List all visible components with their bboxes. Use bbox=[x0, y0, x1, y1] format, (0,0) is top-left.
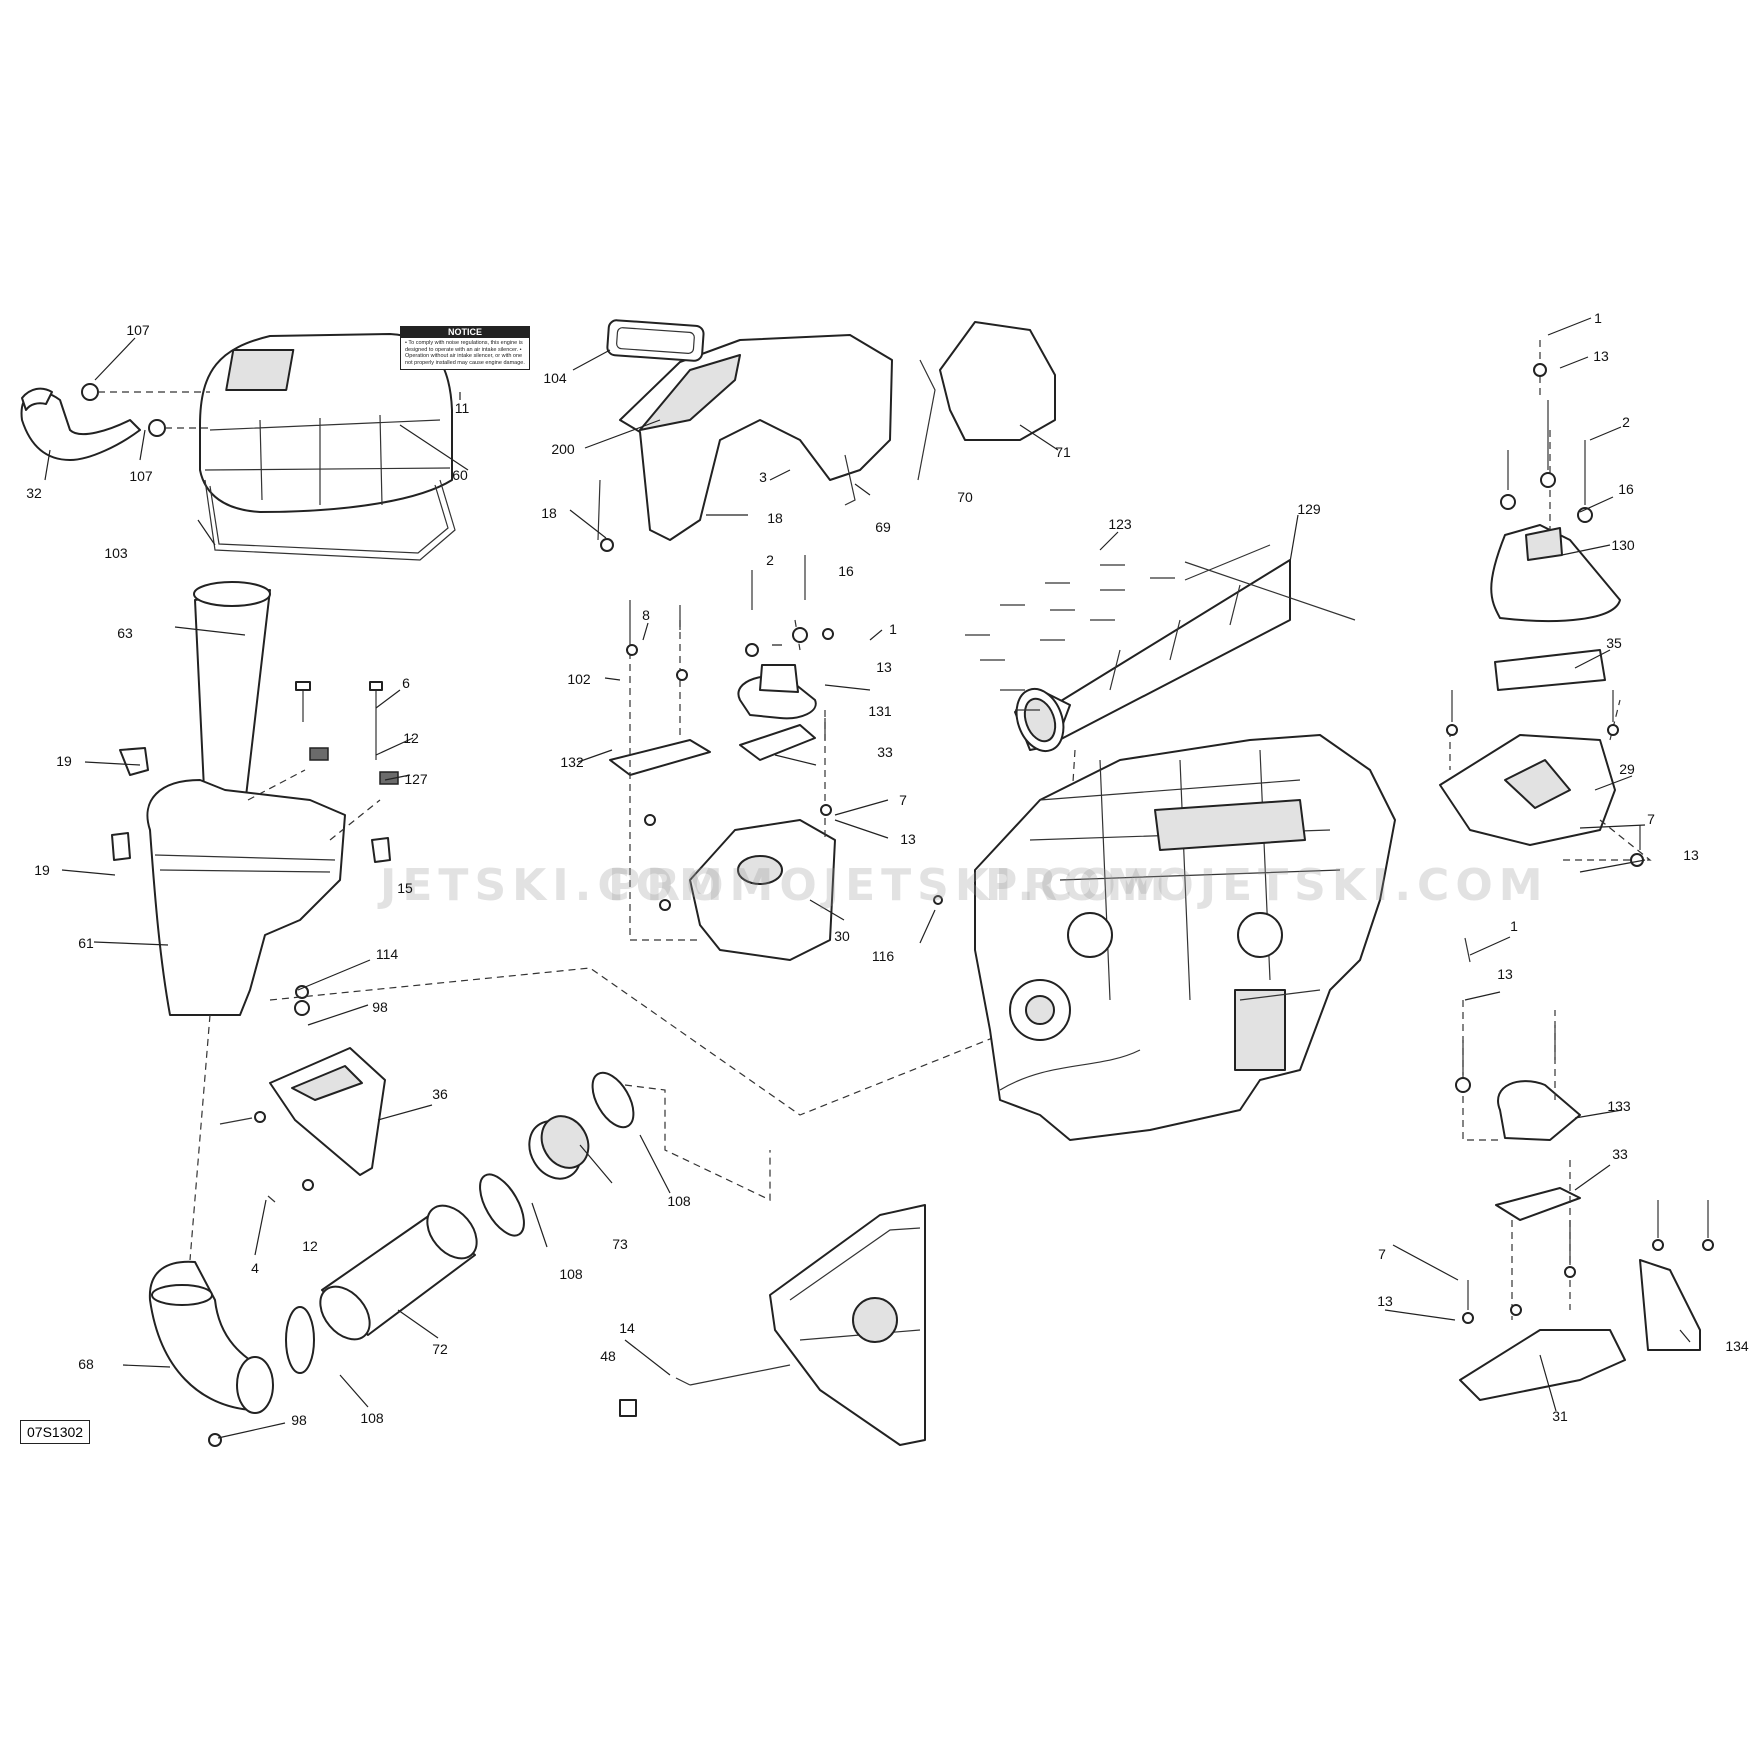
intake-tube bbox=[194, 589, 271, 811]
callout-label: 134 bbox=[1725, 1338, 1749, 1354]
callout-label: 35 bbox=[1606, 635, 1622, 651]
engine-cover bbox=[619, 334, 893, 541]
intake-manifold bbox=[1029, 559, 1291, 751]
front-shim bbox=[1495, 1187, 1581, 1221]
callout-label: 13 bbox=[900, 831, 916, 847]
callout-label: 33 bbox=[1612, 1146, 1628, 1162]
callout-label: 12 bbox=[403, 730, 419, 746]
callout-label: 1 bbox=[1594, 310, 1602, 326]
callout-label: 108 bbox=[559, 1266, 583, 1282]
callout-label: 7 bbox=[1378, 1246, 1386, 1262]
engine-block bbox=[974, 734, 1396, 1141]
callout-label: 2 bbox=[1622, 414, 1630, 430]
callout-label: 60 bbox=[452, 467, 468, 483]
callout-label: 4 bbox=[251, 1260, 259, 1276]
notice-decal: NOTICE • To comply with noise regulation… bbox=[400, 326, 530, 370]
diagram-code: 07S1302 bbox=[20, 1420, 91, 1444]
callout-label: 13 bbox=[1593, 348, 1609, 364]
callout-label: 33 bbox=[877, 744, 893, 760]
callout-label: 16 bbox=[838, 563, 854, 579]
callout-label: 32 bbox=[26, 485, 42, 501]
callout-label: 72 bbox=[432, 1341, 448, 1357]
callout-label: 108 bbox=[667, 1193, 691, 1209]
support-plate bbox=[689, 819, 836, 961]
side-bracket bbox=[1639, 1259, 1701, 1351]
callout-label: 133 bbox=[1607, 1098, 1631, 1114]
callout-label: 2 bbox=[766, 552, 774, 568]
callout-label: 19 bbox=[34, 862, 50, 878]
callout-label: 6 bbox=[402, 675, 410, 691]
watermark: PROMOJETSKI.COM bbox=[608, 860, 1172, 911]
callout-label: 200 bbox=[551, 441, 575, 457]
callout-label: 19 bbox=[56, 753, 72, 769]
callout-label: 131 bbox=[868, 703, 892, 719]
front-mount bbox=[1497, 1080, 1581, 1141]
notice-text: • To comply with noise regulations, this… bbox=[405, 340, 525, 366]
callout-label: 132 bbox=[560, 754, 584, 770]
manifold-bolts bbox=[965, 564, 1175, 711]
callout-label: 31 bbox=[1552, 1408, 1568, 1424]
callout-label: 18 bbox=[767, 510, 783, 526]
callout-label: 3 bbox=[759, 469, 767, 485]
callout-label: 7 bbox=[1647, 811, 1655, 827]
callout-label: 63 bbox=[117, 625, 133, 641]
callout-label: 103 bbox=[104, 545, 128, 561]
silencer-cover bbox=[199, 333, 453, 513]
callout-label: 98 bbox=[372, 999, 388, 1015]
callout-label: 8 bbox=[642, 607, 650, 623]
mount-shim bbox=[1494, 649, 1606, 691]
callout-label: 13 bbox=[1377, 1293, 1393, 1309]
callout-label: 73 bbox=[612, 1236, 628, 1252]
callout-label: 108 bbox=[360, 1410, 384, 1426]
air-deflector bbox=[939, 321, 1056, 441]
callout-label: 130 bbox=[1611, 537, 1635, 553]
callout-label: 61 bbox=[78, 935, 94, 951]
callout-label: 114 bbox=[375, 946, 399, 962]
callout-label: 68 bbox=[78, 1356, 94, 1372]
callout-label: 123 bbox=[1108, 516, 1132, 532]
mount-bracket bbox=[609, 739, 711, 776]
silencer-gasket bbox=[204, 479, 456, 561]
callout-label: 1 bbox=[1510, 918, 1518, 934]
rear-mount bbox=[1490, 524, 1621, 622]
callout-label: 13 bbox=[1497, 966, 1513, 982]
callout-label: 70 bbox=[957, 489, 973, 505]
notice-heading: NOTICE bbox=[401, 327, 529, 338]
callout-label: 127 bbox=[404, 771, 428, 787]
callout-label: 30 bbox=[834, 928, 850, 944]
callout-label: 1 bbox=[889, 621, 897, 637]
callout-label: 48 bbox=[600, 1348, 616, 1364]
callout-label: 116 bbox=[871, 948, 895, 964]
callout-label: 16 bbox=[1618, 481, 1634, 497]
callout-label: 107 bbox=[126, 322, 150, 338]
callout-label: 98 bbox=[291, 1412, 307, 1428]
callout-label: 12 bbox=[302, 1238, 318, 1254]
watermark: JETSKI.COM bbox=[380, 860, 729, 911]
callout-label: 107 bbox=[129, 468, 153, 484]
hull-section bbox=[769, 1204, 926, 1446]
access-cover bbox=[269, 1047, 386, 1176]
callout-label: 13 bbox=[1683, 847, 1699, 863]
callout-label: 15 bbox=[397, 880, 413, 896]
callout-label: 69 bbox=[875, 519, 891, 535]
callout-label: 29 bbox=[1619, 761, 1635, 777]
callout-label: 104 bbox=[543, 370, 567, 386]
watermark: PROMOJETSKI.COM bbox=[985, 860, 1549, 911]
callout-label: 13 bbox=[876, 659, 892, 675]
callout-label: 11 bbox=[454, 400, 470, 416]
callout-label: 129 bbox=[1297, 501, 1321, 517]
callout-label: 18 bbox=[541, 505, 557, 521]
callout-label: 7 bbox=[899, 792, 907, 808]
cover-gasket bbox=[606, 319, 705, 362]
callout-label: 71 bbox=[1055, 444, 1071, 460]
callout-label: 102 bbox=[567, 671, 591, 687]
callout-label: 36 bbox=[432, 1086, 448, 1102]
silencer-body bbox=[146, 779, 346, 1016]
hose-clamp bbox=[285, 1306, 315, 1374]
callout-label: 14 bbox=[619, 1320, 635, 1336]
